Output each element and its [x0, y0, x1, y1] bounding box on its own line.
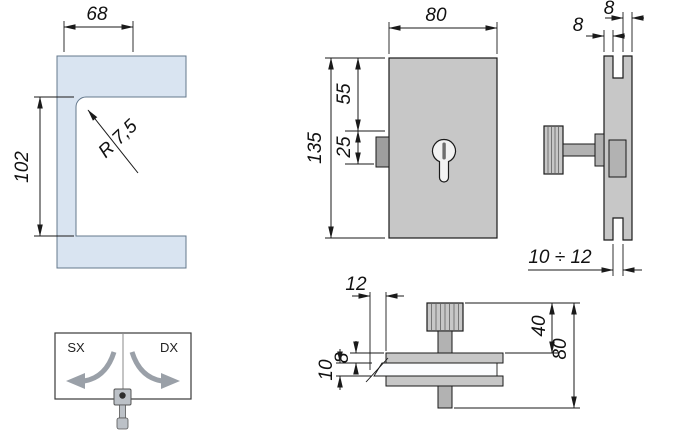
- view-section: 12 8 10 40 80: [316, 274, 580, 409]
- view-glass-cutout: 68 102 R 7,5: [12, 4, 187, 269]
- dim-label-front-lower: 25: [334, 136, 355, 159]
- clamp-plate-top: [385, 352, 504, 364]
- dim-section-offset: 12: [345, 274, 404, 370]
- dim-front-upper: 55: [334, 57, 385, 132]
- knob-section-knurl: [431, 304, 459, 330]
- swing-arrow-right-icon: [129, 351, 163, 384]
- dim-section-total: 80: [454, 302, 580, 409]
- key-slot: [442, 142, 446, 160]
- knob-shaft-side: [562, 143, 596, 157]
- dim-label-plate-right: 8: [604, 0, 615, 19]
- swing-arrow-right-head-icon: [161, 373, 180, 389]
- dim-front-lower: 25: [334, 130, 374, 165]
- label-dx: DX: [160, 340, 178, 355]
- label-sx: SX: [67, 340, 85, 355]
- key-bow-icon: [116, 417, 129, 430]
- cylinder-housing-side: [608, 139, 627, 178]
- dim-front-height: 135: [305, 57, 385, 239]
- knob-knurl-texture: [547, 127, 559, 173]
- knob-flange-side: [594, 133, 605, 167]
- dim-glass-cutout-radius: R 7,5: [87, 109, 143, 174]
- dim-section-glass: 10: [316, 349, 372, 390]
- dim-label-glass-width: 68: [86, 4, 108, 25]
- keyhole-icon: [431, 138, 457, 183]
- dim-side-plate-right: 8: [604, 0, 644, 52]
- key-stem-icon: [119, 404, 126, 419]
- view-front: 80 135 55 25: [305, 5, 498, 239]
- dim-section-upper: 40: [465, 302, 580, 354]
- glass-break-line: [365, 357, 389, 383]
- view-side: 8 8 10 ÷ 12: [528, 0, 644, 276]
- dim-label-front-upper: 55: [334, 83, 355, 105]
- glass-panel: [56, 55, 187, 269]
- dim-label-glass-height: 102: [12, 151, 33, 183]
- dim-label-glass-thickness: 10: [316, 359, 337, 381]
- dim-side-glass-range: 10 ÷ 12: [528, 244, 642, 276]
- dim-label-glass-range: 10 ÷ 12: [528, 247, 592, 268]
- shaft-bottom-section: [437, 385, 453, 409]
- dim-side-plate-left: 8: [573, 15, 625, 52]
- latch-tab: [375, 136, 390, 168]
- dim-label-plate-left: 8: [573, 15, 584, 36]
- clamp-plate-bottom: [385, 375, 504, 387]
- dim-label-front-width: 80: [425, 5, 447, 26]
- dim-label-knob-offset: 12: [345, 274, 367, 295]
- dim-front-width: 80: [388, 5, 498, 54]
- dim-label-radius: R 7,5: [95, 115, 143, 162]
- swing-arrow-left-icon: [83, 351, 117, 384]
- view-handing: SX DX: [54, 332, 192, 430]
- knob-neck-section: [437, 330, 453, 354]
- dim-label-total: 80: [550, 338, 571, 360]
- glass-section: [373, 362, 498, 377]
- dim-glass-cutout-height: 102: [12, 96, 74, 237]
- dim-label-front-height: 135: [305, 132, 326, 164]
- lock-keyhole-dot-icon: [119, 392, 126, 399]
- dim-label-upper: 40: [529, 315, 550, 337]
- knob-side: [543, 125, 564, 175]
- swing-arrow-left-head-icon: [66, 373, 85, 389]
- dim-glass-cutout-width: 68: [63, 4, 134, 52]
